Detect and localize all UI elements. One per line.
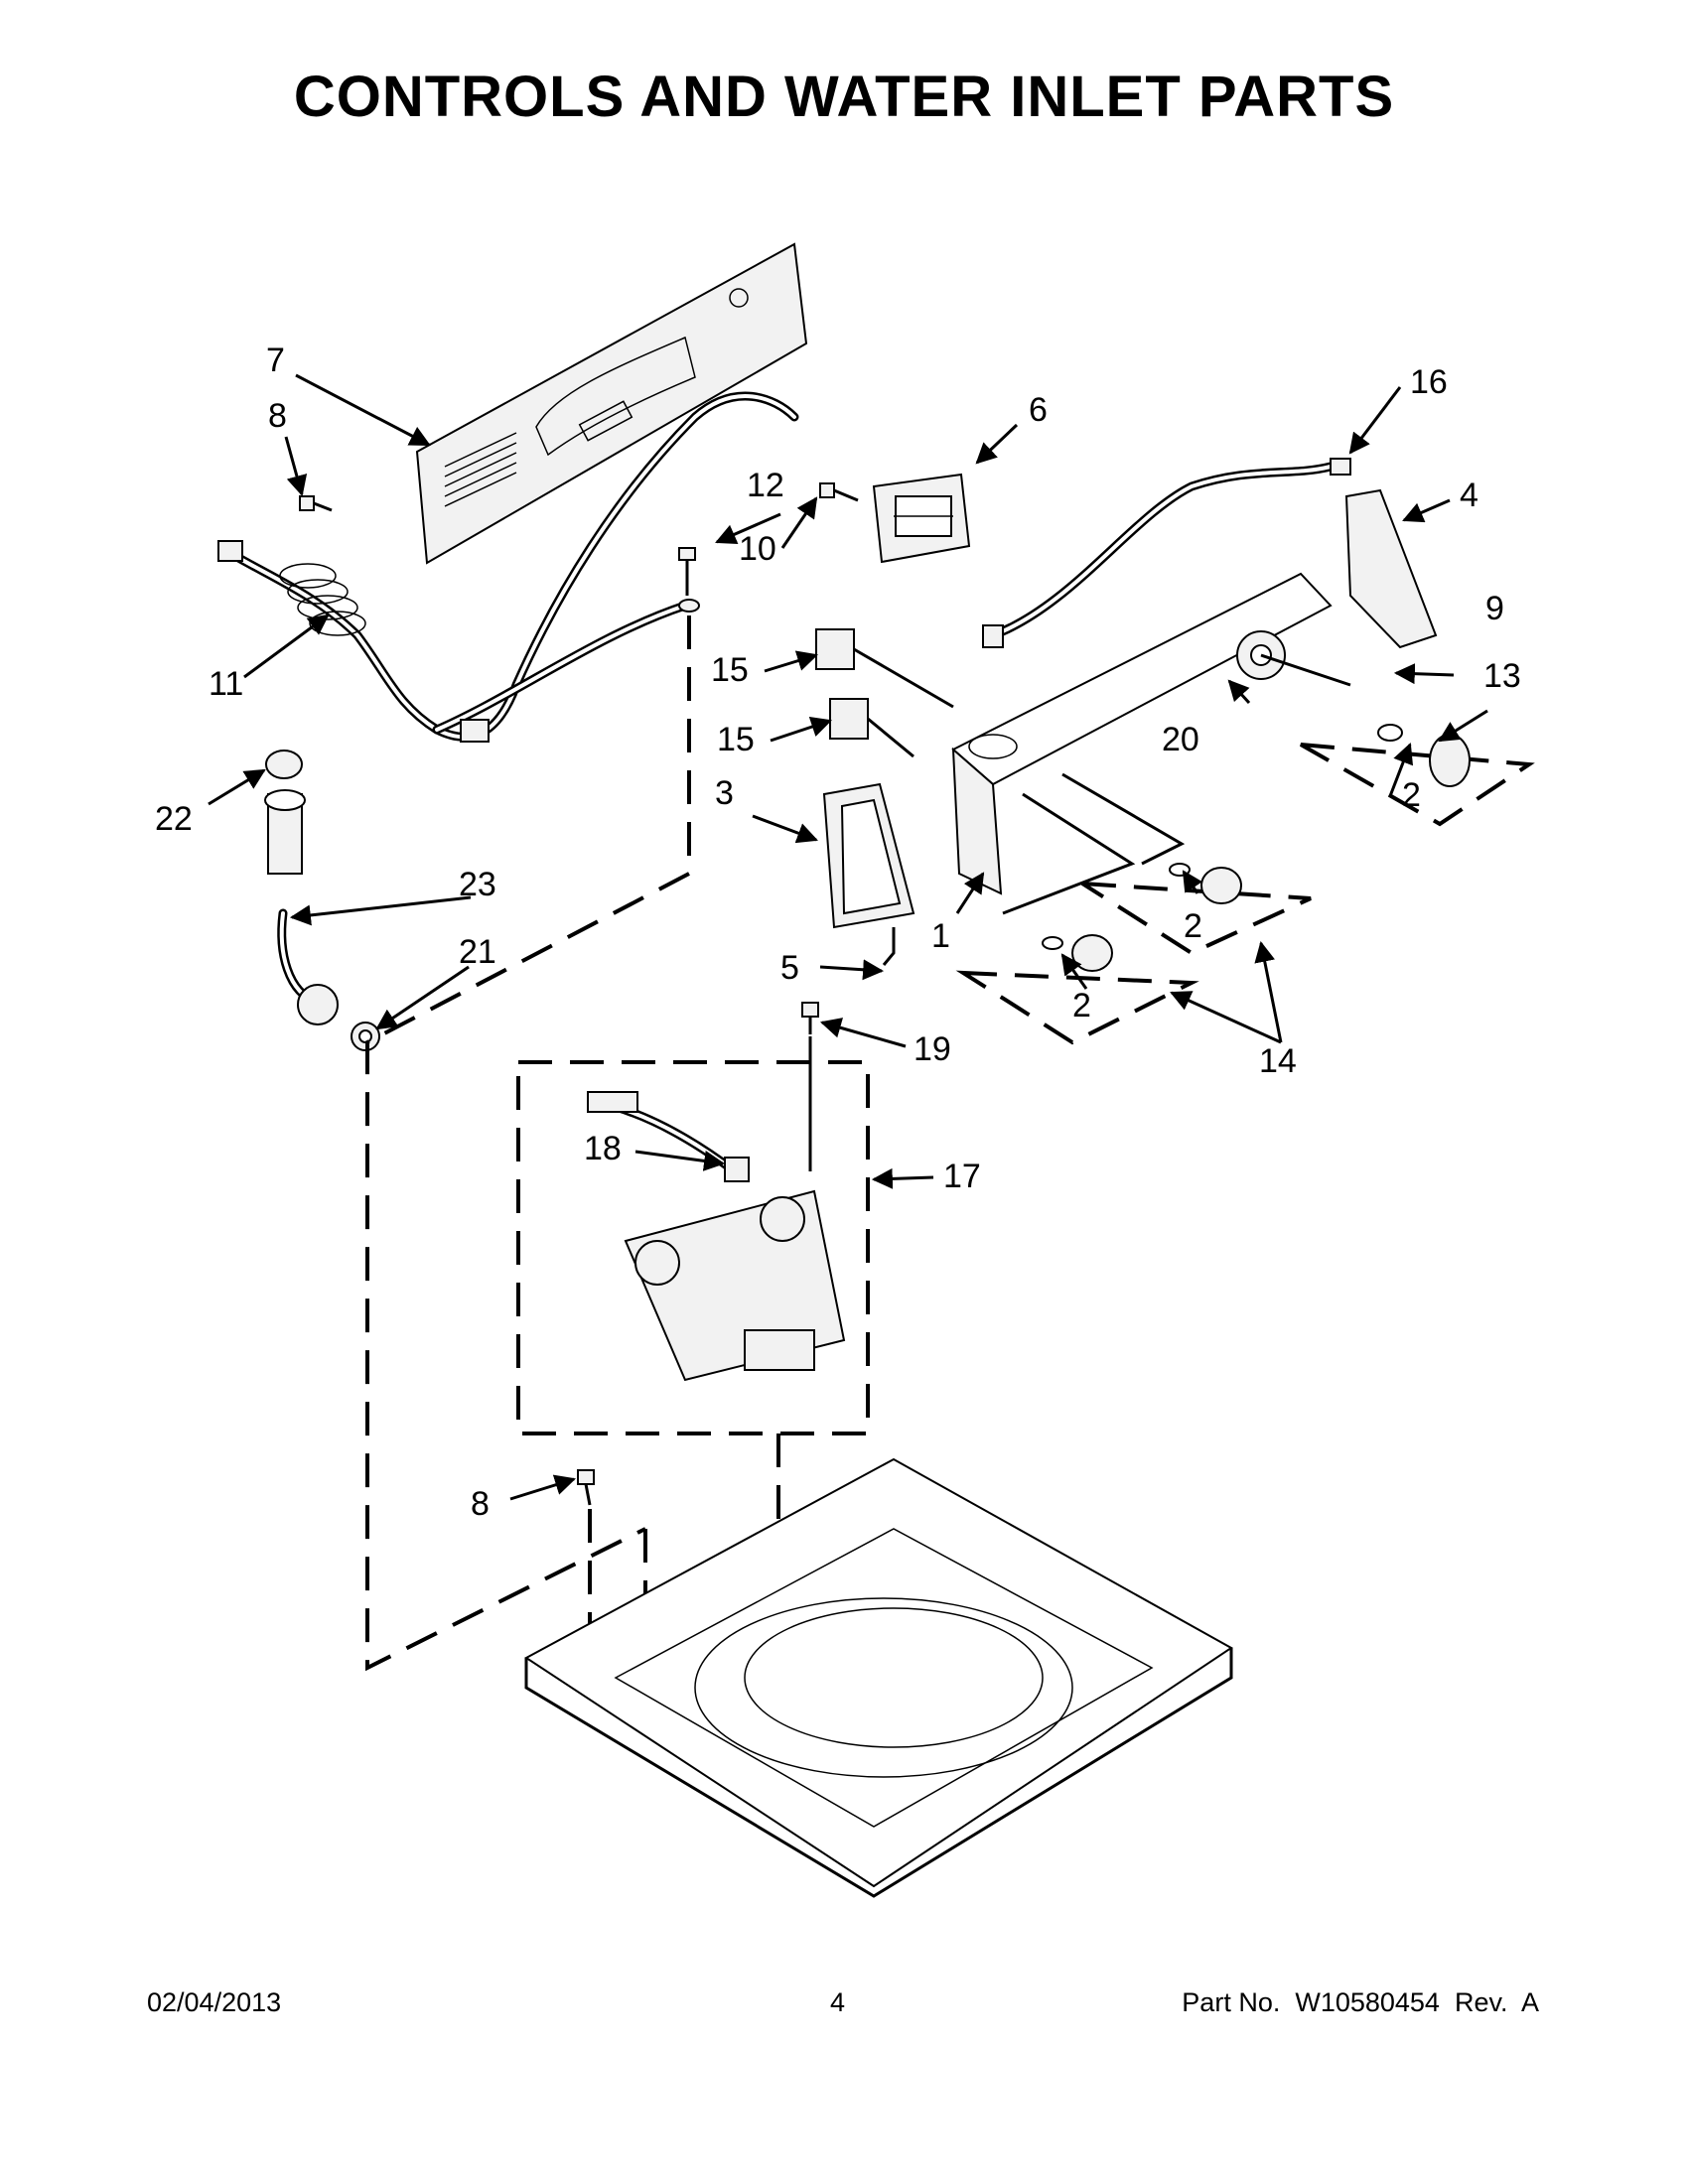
callout-17: 17 <box>943 1158 981 1195</box>
screw-8-top <box>299 495 333 512</box>
callout-labels: 7 8 6 12 10 16 4 9 13 20 2 11 15 15 3 1 … <box>155 341 1521 1523</box>
callout-22: 22 <box>155 800 193 838</box>
callout-3: 3 <box>715 774 734 812</box>
footer-page-number: 4 <box>830 1987 846 2017</box>
water-inlet-parts <box>264 750 380 1051</box>
callout-13: 13 <box>1483 657 1521 695</box>
inlet-valve-box <box>516 1036 870 1435</box>
callout-8-bottom: 8 <box>471 1485 490 1523</box>
electronic-control-board <box>872 473 971 564</box>
console-rear-panel <box>415 242 808 565</box>
screw-8-bottom <box>577 1469 595 1506</box>
knob-assemblies <box>955 724 1535 1045</box>
callout-19: 19 <box>914 1030 951 1068</box>
callout-23: 23 <box>459 866 496 903</box>
switches <box>815 628 954 758</box>
screws <box>299 482 859 1506</box>
page-title: CONTROLS AND WATER INLET PARTS <box>293 65 1395 129</box>
wire-harness <box>217 391 799 743</box>
footer-part-number: Part No. W10580454 Rev. A <box>1182 1987 1539 2017</box>
callout-14: 14 <box>1259 1042 1297 1080</box>
callout-16: 16 <box>1410 363 1448 401</box>
callout-11: 11 <box>209 665 243 703</box>
callout-20: 20 <box>1162 721 1199 758</box>
footer-date: 02/04/2013 <box>147 1987 282 2017</box>
leader-lines <box>208 373 1488 1501</box>
inlet-valve <box>624 1189 846 1382</box>
callout-18: 18 <box>584 1130 622 1167</box>
callout-7: 7 <box>266 341 285 379</box>
callout-9: 9 <box>1485 590 1504 627</box>
washer-top <box>524 1457 1233 1898</box>
callout-15-bottom: 15 <box>717 721 755 758</box>
screw-12 <box>678 547 700 613</box>
callout-4: 4 <box>1460 477 1478 514</box>
callout-6: 6 <box>1029 391 1048 429</box>
dispenser-cover <box>822 782 915 966</box>
callout-12: 12 <box>747 467 784 504</box>
callout-21: 21 <box>459 933 496 971</box>
harness-16 <box>982 458 1351 648</box>
console-end-cap <box>1344 488 1438 649</box>
callout-8-top: 8 <box>268 397 287 435</box>
callout-10: 10 <box>739 530 776 568</box>
callout-15-top: 15 <box>711 651 749 689</box>
callout-2-middle: 2 <box>1184 907 1202 945</box>
callout-1: 1 <box>931 917 950 955</box>
screw-10 <box>819 482 859 502</box>
screw-19 <box>801 1002 819 1034</box>
callout-5: 5 <box>780 949 799 987</box>
console-panel <box>951 572 1351 915</box>
callout-2-right: 2 <box>1402 776 1421 814</box>
callout-2-left: 2 <box>1072 987 1091 1024</box>
